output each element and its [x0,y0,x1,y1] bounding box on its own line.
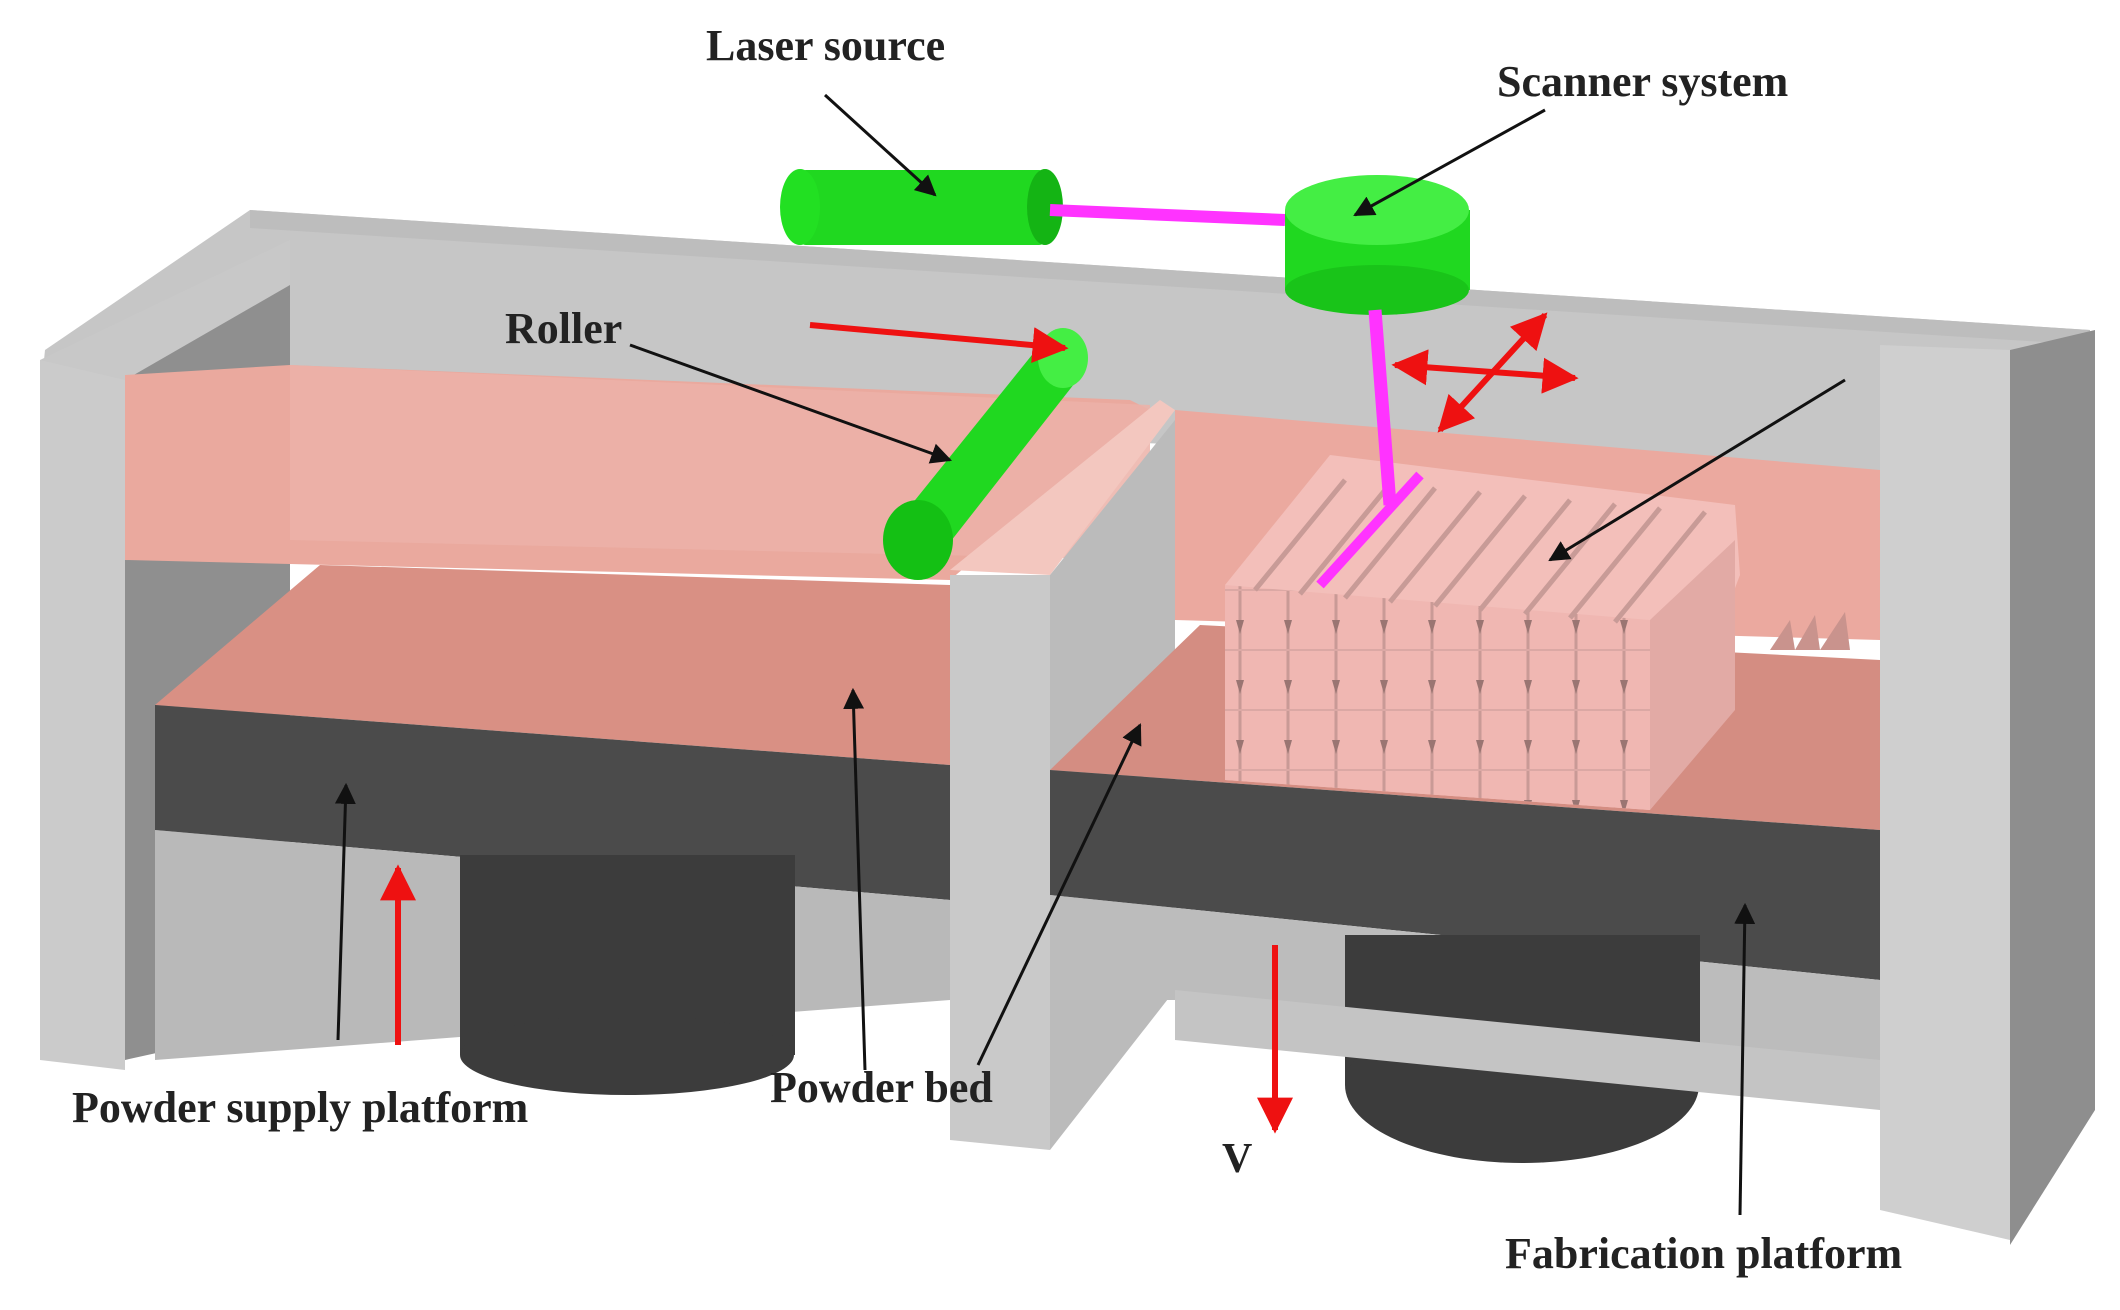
frame-bottom-rail [1175,990,1880,1110]
label-velocity: V [1222,1136,1252,1182]
supply-platform-leader [334,782,356,1041]
label-fabrication-platform: Fabrication platform [1505,1229,1902,1278]
frame-right-wall-face [2010,330,2095,1245]
laser-source [780,169,1063,245]
motion-arrows [380,312,1579,1134]
build-platform [1050,770,1880,980]
laser-beam-scan-track [1316,471,1424,589]
scan-y-arrow [1437,312,1548,433]
part-front [1225,585,1650,810]
part-shadow-teeth [1770,612,1850,650]
leader-arrows [334,93,1846,1216]
label-scanner-system: Scanner system [1497,57,1788,106]
part-fins [1253,478,1707,624]
laser-beam-vertical [1368,309,1397,506]
frame-left-wall-face [40,360,125,1070]
frame-right-wall-inner [1880,345,2010,1240]
supply-powder-front [155,565,950,765]
scanner-leader [1353,108,1546,217]
supply-platform [155,705,950,900]
frame-top-edge [250,210,2090,345]
label-powder-bed: Powder bed [770,1063,993,1112]
part-leader [1548,378,1846,562]
divider-top [950,400,1175,575]
label-roller: Roller [505,304,622,353]
divider-face [950,575,1050,1150]
roller-leader [629,343,952,464]
scanner-system [1285,175,1470,315]
fabrication-platform-leader [1734,902,1756,1216]
laser-beam-horizontal [1049,204,1286,226]
laser-source-leader [823,93,937,197]
powder-bed-leader-right [976,723,1142,1066]
part-side [1650,540,1735,810]
label-powder-supply-platform: Powder supply platform [72,1083,528,1132]
supply-piston [460,855,795,1095]
powder-bed-leader-left [843,687,867,1071]
roller-motion-arrow [809,322,1069,364]
label-laser-source: Laser source [706,21,945,70]
